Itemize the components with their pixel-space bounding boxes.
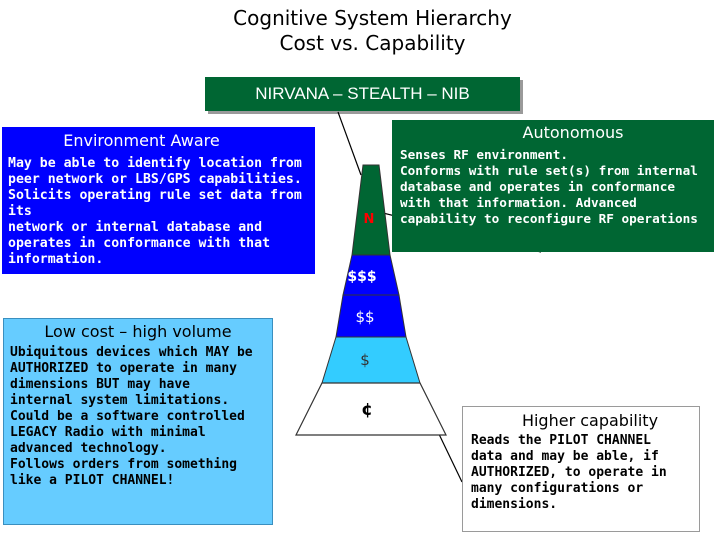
autonomous-box: Autonomous Senses RF environment. Confor… [392,120,714,252]
tier-label-2: $$ [355,308,374,326]
low-cost-box: Low cost – high volume Ubiquitous device… [3,318,273,525]
pyramid-tier-n [351,164,391,256]
autonomous-text: Senses RF environment. Conforms with rul… [400,147,698,226]
environment-aware-text: May be able to identify location from pe… [8,156,302,267]
low-cost-text: Ubiquitous devices which MAY be AUTHORIZ… [10,345,253,488]
title-line-1: Cognitive System Hierarchy [233,6,512,30]
pyramid-tier-cent [295,382,447,436]
title-line-2: Cost vs. Capability [279,31,466,55]
environment-aware-heading: Environment Aware [63,131,220,150]
tier-label-3: $$$ [347,269,376,285]
tier-label-cent: ¢ [361,400,373,420]
higher-capability-text: Reads the PILOT CHANNEL data and may be … [471,433,667,512]
higher-capability-heading: Higher capability [521,411,659,430]
tier-label-n: N [364,212,375,227]
autonomous-heading: Autonomous [522,123,624,142]
diagram-title: Cognitive System Hierarchy Cost vs. Capa… [0,6,720,56]
low-cost-heading: Low cost – high volume [44,322,232,341]
nirvana-banner: NIRVANA – STEALTH – NIB [205,77,520,111]
higher-capability-box: Higher capability Reads the PILOT CHANNE… [462,406,700,532]
connector-nirvana [337,111,362,176]
tier-label-1: $ [360,351,370,369]
environment-aware-box: Environment Aware May be able to identif… [2,127,315,274]
pyramid-tier-1 [321,336,421,384]
